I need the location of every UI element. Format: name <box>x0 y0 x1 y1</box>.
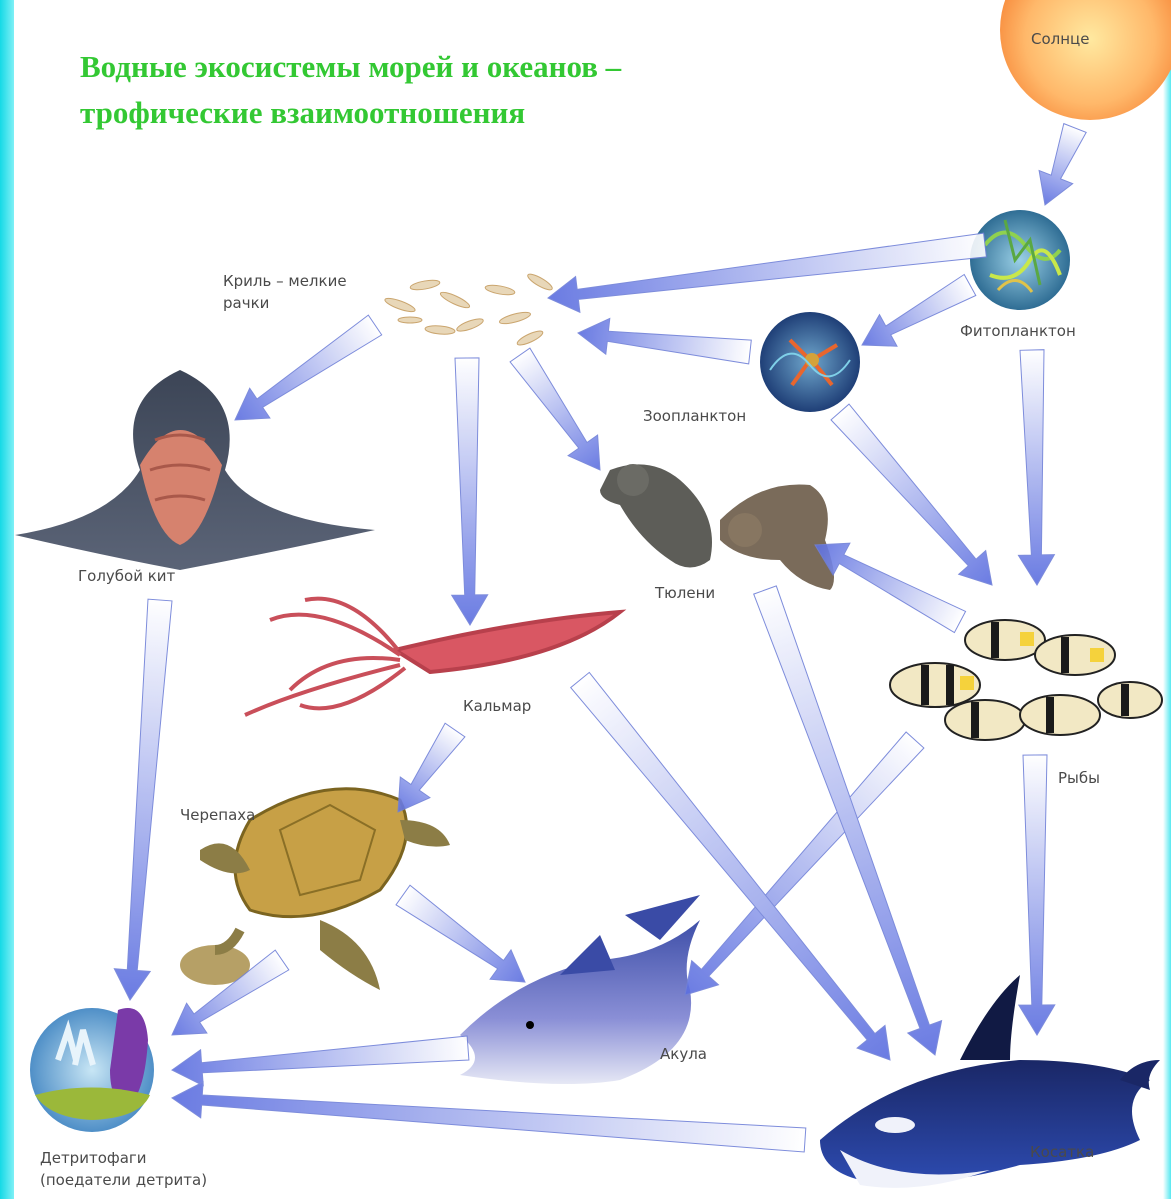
arrow-fish-to-seals <box>815 543 966 632</box>
blue-whale-label: Голубой кит <box>78 567 175 586</box>
zooplankton-illustration <box>760 312 860 412</box>
shark-label: Акула <box>660 1045 707 1064</box>
fish-illustration <box>890 620 1162 740</box>
detritivores-label-line2: (поедатели детрита) <box>40 1171 207 1190</box>
sun-illustration <box>1000 0 1171 120</box>
arrow-orca-to-detritivores <box>172 1082 806 1152</box>
phytoplankton-illustration <box>970 210 1070 310</box>
seals-illustration <box>600 464 834 590</box>
arrow-shark-to-detritivores <box>172 1036 469 1086</box>
arrow-zooplankton-to-krill <box>578 318 751 364</box>
arrow-blue_whale-to-detritivores <box>114 599 172 1000</box>
squid-illustration <box>245 599 620 715</box>
detritivores-label-line1: Детритофаги <box>40 1149 147 1168</box>
zooplankton-label: Зоопланктон <box>643 407 746 426</box>
orca-illustration <box>820 975 1160 1188</box>
arrow-turtle-to-shark <box>396 885 525 982</box>
arrow-fish-to-orca <box>1019 755 1055 1035</box>
arrow-phytoplankton-to-krill <box>548 233 986 312</box>
turtle-label: Черепаха <box>180 806 255 825</box>
arrow-krill-to-blue_whale <box>235 315 382 420</box>
krill-label-line1: Криль – мелкие <box>223 272 347 291</box>
blue-whale-illustration <box>15 370 375 570</box>
krill-label-line2: рачки <box>223 294 269 313</box>
orca-label: Косатка <box>1030 1143 1094 1162</box>
arrow-zooplankton-to-fish <box>831 404 992 585</box>
detritivores-illustration <box>30 1008 154 1132</box>
arrow-krill-to-squid <box>452 358 488 625</box>
seals-label: Тюлени <box>655 584 715 603</box>
arrow-seals-to-orca <box>754 586 942 1055</box>
krill-illustration <box>384 272 555 348</box>
phytoplankton-label: Фитопланктон <box>960 322 1076 341</box>
arrow-phytoplankton-to-fish <box>1018 350 1054 585</box>
arrow-squid-to-turtle <box>398 723 465 812</box>
squid-label: Кальмар <box>463 697 531 716</box>
arrow-phytoplankton-to-zooplankton <box>862 275 976 347</box>
arrow-krill-to-seals <box>510 348 600 470</box>
fish-label: Рыбы <box>1058 769 1100 788</box>
arrow-sun-to-phytoplankton <box>1039 124 1086 205</box>
sun-label: Солнце <box>1031 30 1089 49</box>
slide-title: Водные экосистемы морей и океанов – троф… <box>80 44 640 136</box>
